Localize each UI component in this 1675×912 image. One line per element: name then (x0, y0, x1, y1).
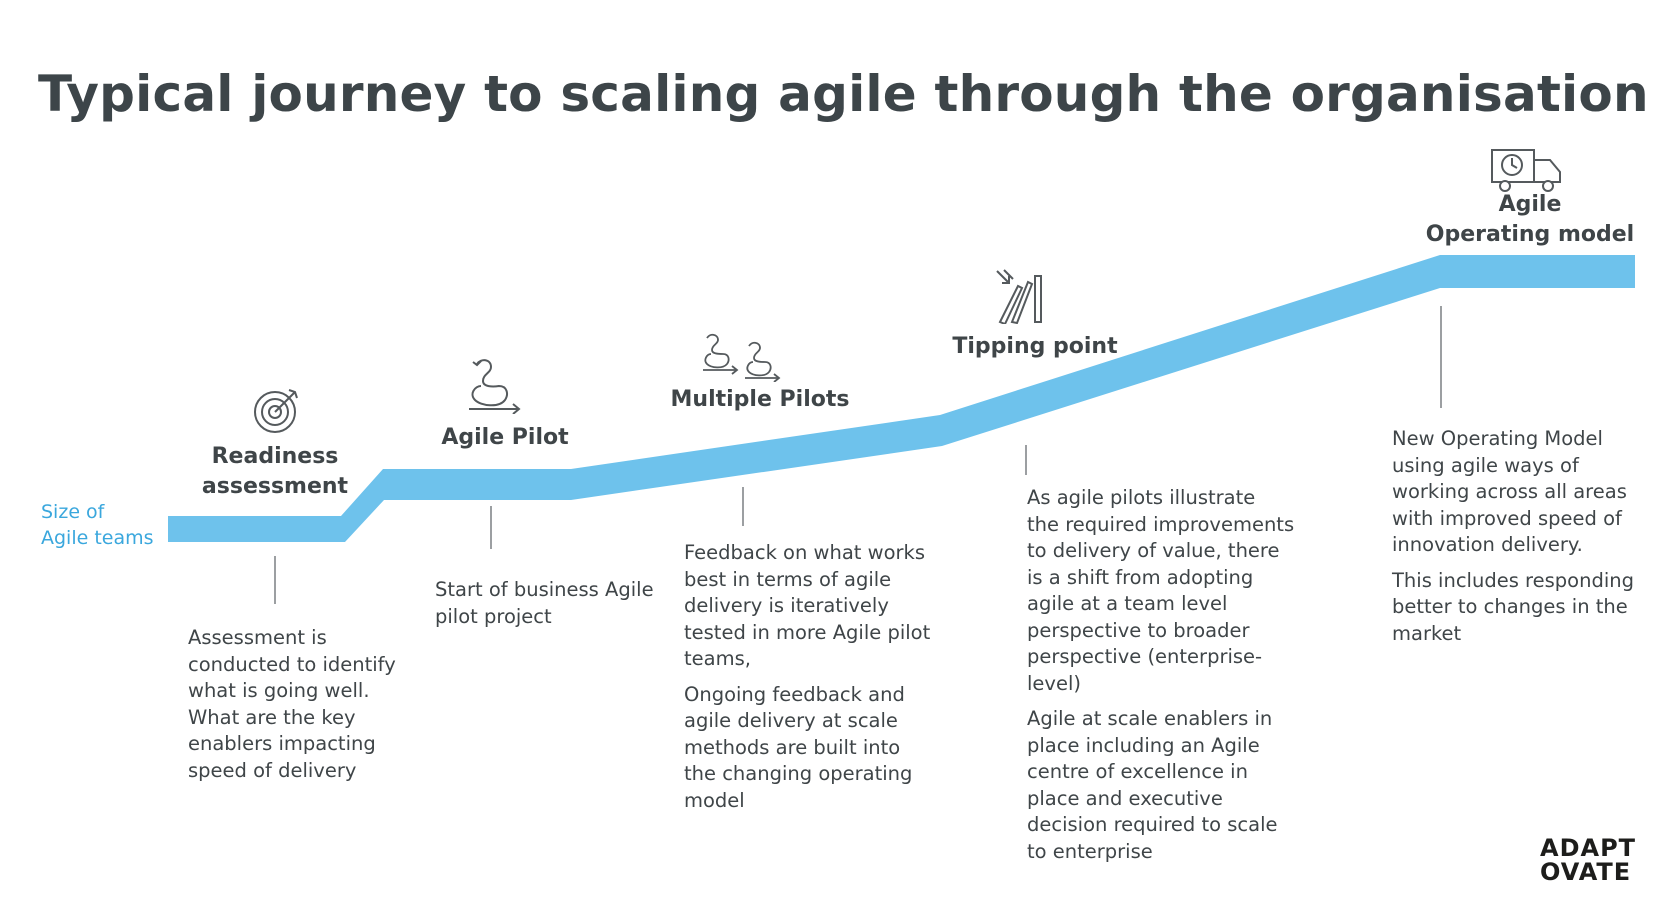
stage-label-agile-pilot: Agile Pilot (420, 423, 590, 453)
description-agile-pilot: Start of business Agile pilot project (435, 577, 675, 639)
growth-band (168, 255, 1635, 542)
delivery-truck-icon (1491, 149, 1561, 192)
description-operating-model: New Operating Model using agile ways of … (1392, 426, 1667, 656)
description-paragraph: Start of business Agile pilot project (435, 578, 654, 628)
description-paragraph: Ongoing feedback and agile delivery at s… (684, 682, 913, 812)
adaptovate-logo: ADAPT OVATE (1540, 834, 1637, 886)
stage-label-line: Readiness (211, 444, 339, 469)
stage-label-line: Tipping point (952, 334, 1118, 359)
stage-label-readiness: Readiness assessment (190, 442, 360, 502)
stage-label-line: assessment (201, 474, 349, 499)
target-icon (254, 389, 298, 433)
axis-label-line1: Size of (41, 501, 105, 523)
description-readiness: Assessment is conducted to identify what… (188, 625, 418, 793)
y-axis-label: Size of Agile teams (41, 499, 171, 551)
domino-icon (996, 269, 1042, 324)
description-paragraph: Feedback on what works best in terms of … (684, 541, 931, 670)
stage-label-operating-model: Agile Operating model (1420, 190, 1640, 250)
description-paragraph: New Operating Model using agile ways of … (1392, 427, 1627, 556)
axis-label-line2: Agile teams (41, 527, 154, 549)
multiple-cycles-icon (703, 333, 781, 382)
stage-label-multiple-pilots: Multiple Pilots (660, 385, 860, 415)
iterate-cycle-icon (469, 359, 521, 414)
description-paragraph: Assessment is conducted to identify what… (188, 626, 396, 782)
logo-line2: OVATE (1540, 858, 1632, 886)
stage-label-tipping-point: Tipping point (935, 332, 1135, 362)
stage-label-line: Agile (1498, 192, 1562, 217)
stage-label-line: Agile Pilot (441, 425, 569, 450)
description-paragraph: This includes responding better to chang… (1392, 568, 1634, 645)
description-paragraph: Agile at scale enablers in place includi… (1027, 707, 1278, 863)
logo-line1: ADAPT (1540, 834, 1637, 862)
page-title: Typical journey to scaling agile through… (38, 65, 1649, 123)
stage-label-line: Operating model (1425, 222, 1635, 247)
description-tipping-point: As agile pilots illustrate the required … (1027, 485, 1322, 874)
stage-label-line: Multiple Pilots (670, 387, 850, 412)
description-multiple-pilots: Feedback on what works best in terms of … (684, 540, 954, 823)
description-paragraph: As agile pilots illustrate the required … (1027, 486, 1295, 695)
